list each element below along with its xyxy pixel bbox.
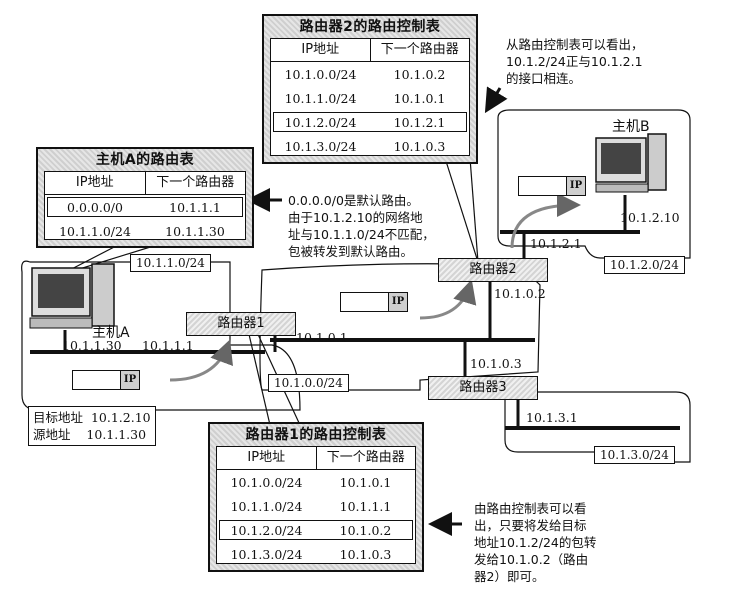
table-header: IP地址 下一个路由器 (217, 447, 415, 470)
ip-header-icon: IP (566, 177, 585, 195)
row-ip: 10.1.3.0/24 (284, 138, 357, 154)
router-3: 路由器3 (428, 376, 538, 400)
note-line: 器2）即可。 (474, 569, 545, 584)
router1-routing-table: 路由器1的路由控制表 IP地址 下一个路由器 10.1.0.0/24 10.1.… (208, 422, 424, 572)
row-next: 10.1.0.2 (393, 66, 446, 82)
table-row: 10.1.0.0/24 10.1.0.2 (271, 62, 469, 86)
router-2: 路由器2 (438, 258, 548, 282)
router2-note: 从路由控制表可以看出， 10.1.2/24正与10.1.2.1 的接口相连。 (506, 36, 644, 87)
col-next-header: 下一个路由器 (380, 42, 459, 57)
packet-path-3 (510, 193, 581, 249)
note-line: 10.1.2/24正与10.1.2.1 (506, 54, 643, 69)
addr-host-a: 10.1.1.30 (62, 338, 122, 353)
router1-note: 由路由控制表可以看 出，只要将发给目标 地址10.1.2/24的包转 发给10.… (474, 500, 596, 585)
note-line: 出，只要将发给目标 (474, 518, 587, 533)
host-a-table-title: 主机A的路由表 (95, 152, 195, 168)
col-ip-header: IP地址 (45, 172, 146, 194)
row-next: 10.1.1.1 (339, 498, 392, 514)
note-line: 发给10.1.0.2（路由 (474, 552, 589, 567)
addr-r2-net2: 10.1.2.1 (530, 236, 582, 251)
ip-header-icon: IP (120, 371, 139, 389)
table-row: 10.1.0.0/24 10.1.0.1 (217, 470, 415, 494)
addr-r3-net3: 10.1.3.1 (526, 410, 578, 425)
row-ip: 10.1.1.0/24 (284, 90, 357, 106)
ip-header-icon: IP (388, 293, 407, 311)
table-row: 10.1.2.0/24 10.1.2.1 (271, 110, 469, 134)
router2-table-title: 路由器2的路由控制表 (299, 19, 441, 35)
host-a-note: 0.0.0.0/0是默认路由。 由于10.1.2.10的网络地 址与10.1.1… (288, 192, 435, 260)
network-10-1-0-area (259, 263, 541, 391)
router-1: 路由器1 (186, 312, 296, 336)
host-a-routing-table: 主机A的路由表 IP地址 下一个路由器 0.0.0.0/0 10.1.1.1 1… (36, 147, 254, 248)
packet-icon: IP (72, 370, 140, 390)
note-line: 由路由控制表可以看 (474, 501, 587, 516)
host-b-label: 主机B (612, 119, 650, 135)
router1-table-title: 路由器1的路由控制表 (245, 427, 387, 443)
network-tag-10-1-2: 10.1.2.0/24 (604, 256, 685, 274)
table-header: IP地址 下一个路由器 (271, 39, 469, 62)
dst-label: 目标地址 (33, 410, 84, 425)
addr-r1-net1: 10.1.1.1 (142, 338, 194, 353)
table-row: 0.0.0.0/0 10.1.1.1 (45, 195, 245, 219)
row-next: 10.1.0.1 (393, 90, 446, 106)
src-value: 10.1.1.30 (86, 427, 147, 442)
table-row: 10.1.3.0/24 10.1.0.3 (271, 134, 469, 158)
addr-r3-net0: 10.1.0.3 (470, 356, 522, 371)
table-row: 10.1.1.0/24 10.1.1.30 (45, 219, 245, 243)
col-ip-header: IP地址 (271, 39, 371, 61)
note-line: 包被转发到默认路由。 (288, 244, 414, 259)
row-next: 10.1.0.1 (339, 474, 392, 490)
addr-host-b: 10.1.2.10 (620, 210, 680, 225)
addr-r2-net0: 10.1.0.2 (494, 286, 546, 301)
row-ip: 10.1.1.0/24 (59, 223, 131, 239)
row-ip: 10.1.1.0/24 (230, 498, 303, 514)
packet-path-1 (169, 339, 233, 382)
col-ip-header: IP地址 (217, 447, 317, 469)
table-row: 10.1.1.0/24 10.1.1.1 (217, 494, 415, 518)
row-ip: 10.1.0.0/24 (230, 474, 303, 490)
note-line: 0.0.0.0/0是默认路由。 (288, 193, 419, 208)
network-tag-10-1-3: 10.1.3.0/24 (594, 446, 675, 464)
note-line: 由于10.1.2.10的网络地 (288, 210, 423, 225)
row-next: 10.1.2.1 (393, 114, 446, 130)
router2-routing-table: 路由器2的路由控制表 IP地址 下一个路由器 10.1.0.0/24 10.1.… (262, 14, 478, 164)
note-line: 址与10.1.1.0/24不匹配， (288, 227, 435, 242)
row-ip: 10.1.3.0/24 (230, 546, 303, 562)
row-ip: 10.1.0.0/24 (284, 66, 357, 82)
addr-r1-net0: 10.1.0.1 (296, 330, 348, 345)
row-next: 10.1.1.30 (165, 223, 225, 239)
host-b-computer-icon (595, 133, 667, 193)
table-row: 10.1.1.0/24 10.1.0.1 (271, 86, 469, 110)
row-next: 10.1.1.1 (169, 199, 221, 215)
host-a-computer-icon (29, 263, 115, 329)
packet-address-box: 目标地址 10.1.2.10 源地址 10.1.1.30 (28, 406, 156, 446)
row-next: 10.1.0.2 (339, 522, 392, 538)
row-next: 10.1.0.3 (339, 546, 392, 562)
dst-value: 10.1.2.10 (90, 410, 151, 425)
network-tag-10-1-1: 10.1.1.0/24 (130, 254, 211, 272)
packet-icon: IP (518, 176, 586, 196)
note-line: 地址10.1.2/24的包转 (474, 535, 597, 550)
packet-icon: IP (340, 292, 408, 312)
table-header: IP地址 下一个路由器 (45, 172, 245, 195)
table-row: 10.1.2.0/24 10.1.0.2 (217, 518, 415, 542)
table-row: 10.1.3.0/24 10.1.0.3 (217, 542, 415, 566)
note-line: 的接口相连。 (506, 71, 582, 86)
row-ip: 10.1.2.0/24 (230, 522, 303, 538)
network-tag-10-1-0: 10.1.0.0/24 (268, 374, 349, 392)
packet-path-2 (419, 279, 477, 320)
col-next-header: 下一个路由器 (326, 450, 405, 465)
row-ip: 10.1.2.0/24 (284, 114, 357, 130)
row-next: 10.1.0.3 (393, 138, 446, 154)
col-next-header: 下一个路由器 (156, 175, 235, 190)
row-ip: 0.0.0.0/0 (67, 199, 123, 215)
src-label: 源地址 (33, 427, 71, 442)
note-line: 从路由控制表可以看出， (506, 37, 644, 52)
host-a-label: 主机A (92, 325, 130, 341)
